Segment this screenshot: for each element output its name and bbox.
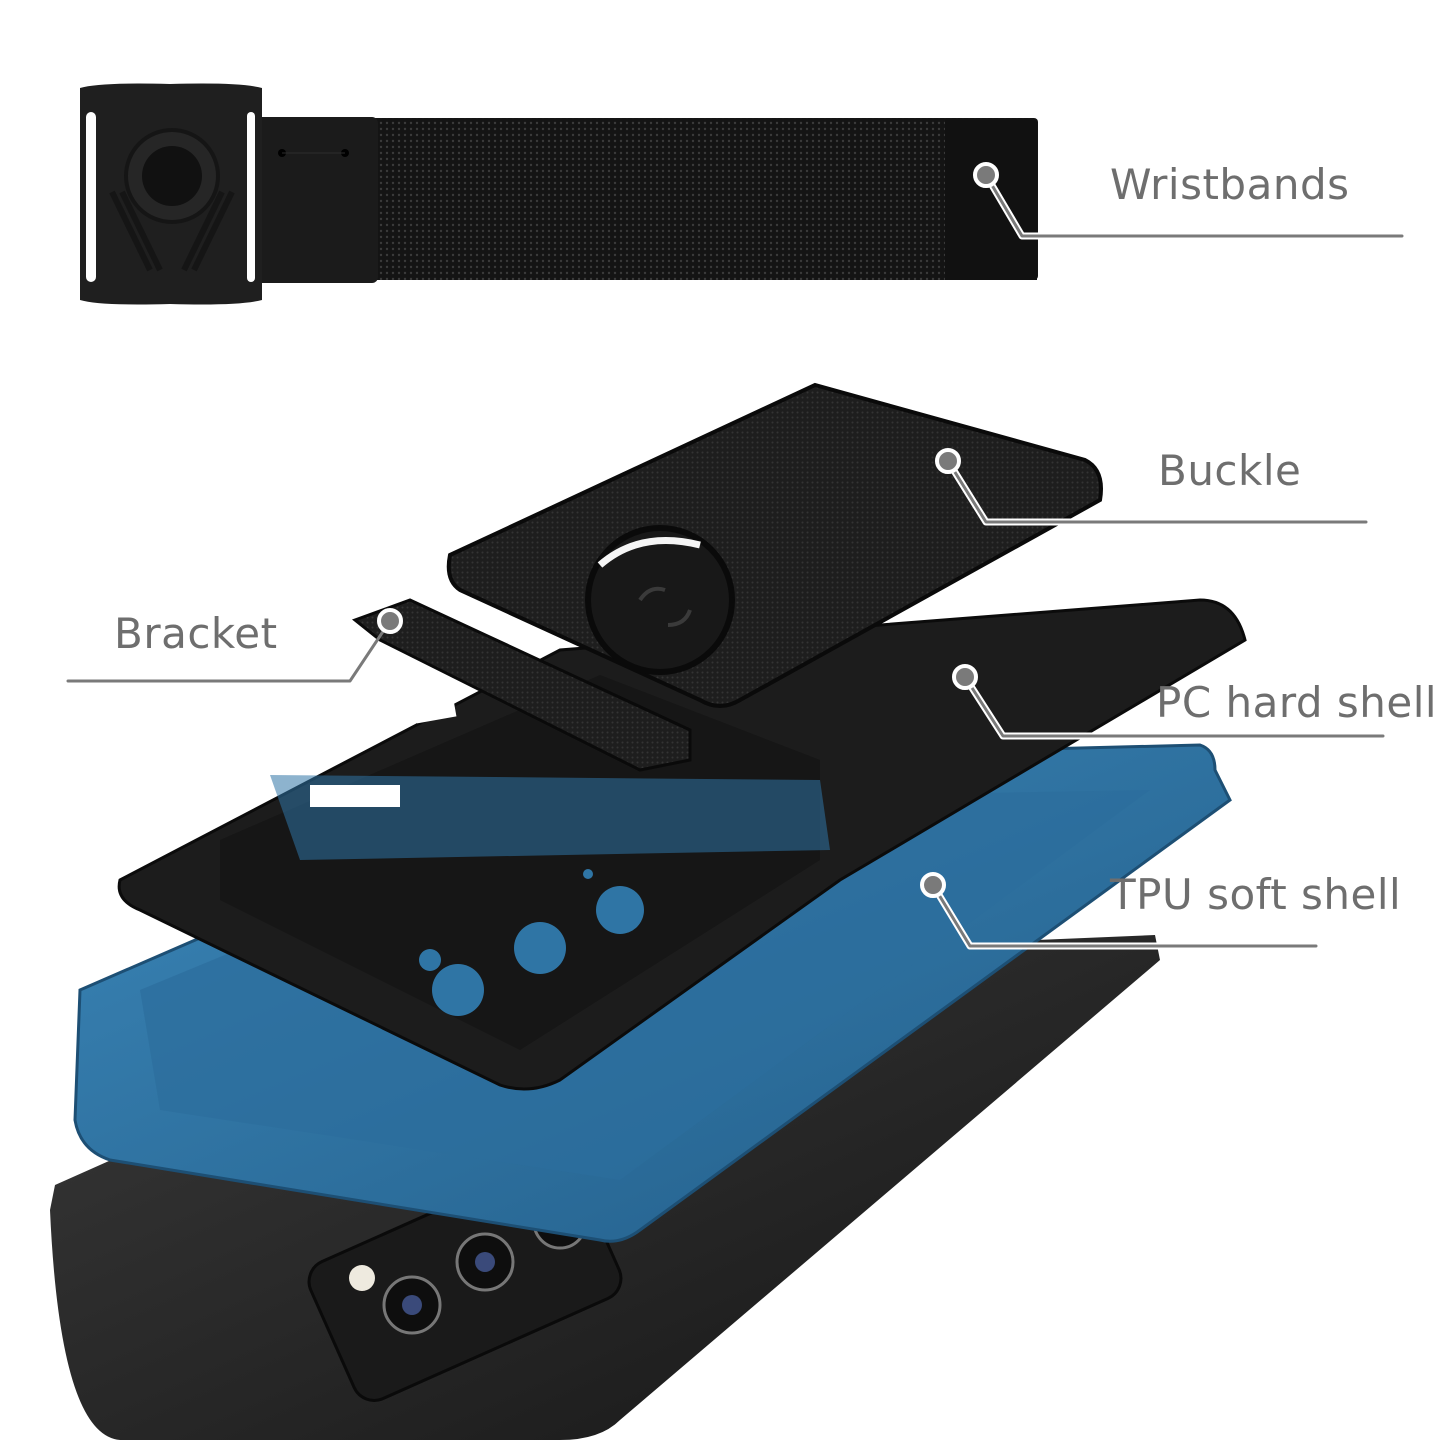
label-wristbands: Wristbands — [1110, 160, 1350, 209]
label-pc-hard-shell: PC hard shell — [1156, 678, 1438, 727]
leader-lines — [66, 162, 1406, 950]
pc-hard-shell-illustration — [117, 598, 1247, 1091]
wristband-illustration — [80, 83, 1038, 305]
label-tpu-soft-shell: TPU soft shell — [1110, 870, 1402, 919]
bracket-illustration — [351, 598, 692, 772]
label-bracket: Bracket — [114, 609, 278, 658]
label-buckle: Buckle — [1158, 446, 1302, 495]
